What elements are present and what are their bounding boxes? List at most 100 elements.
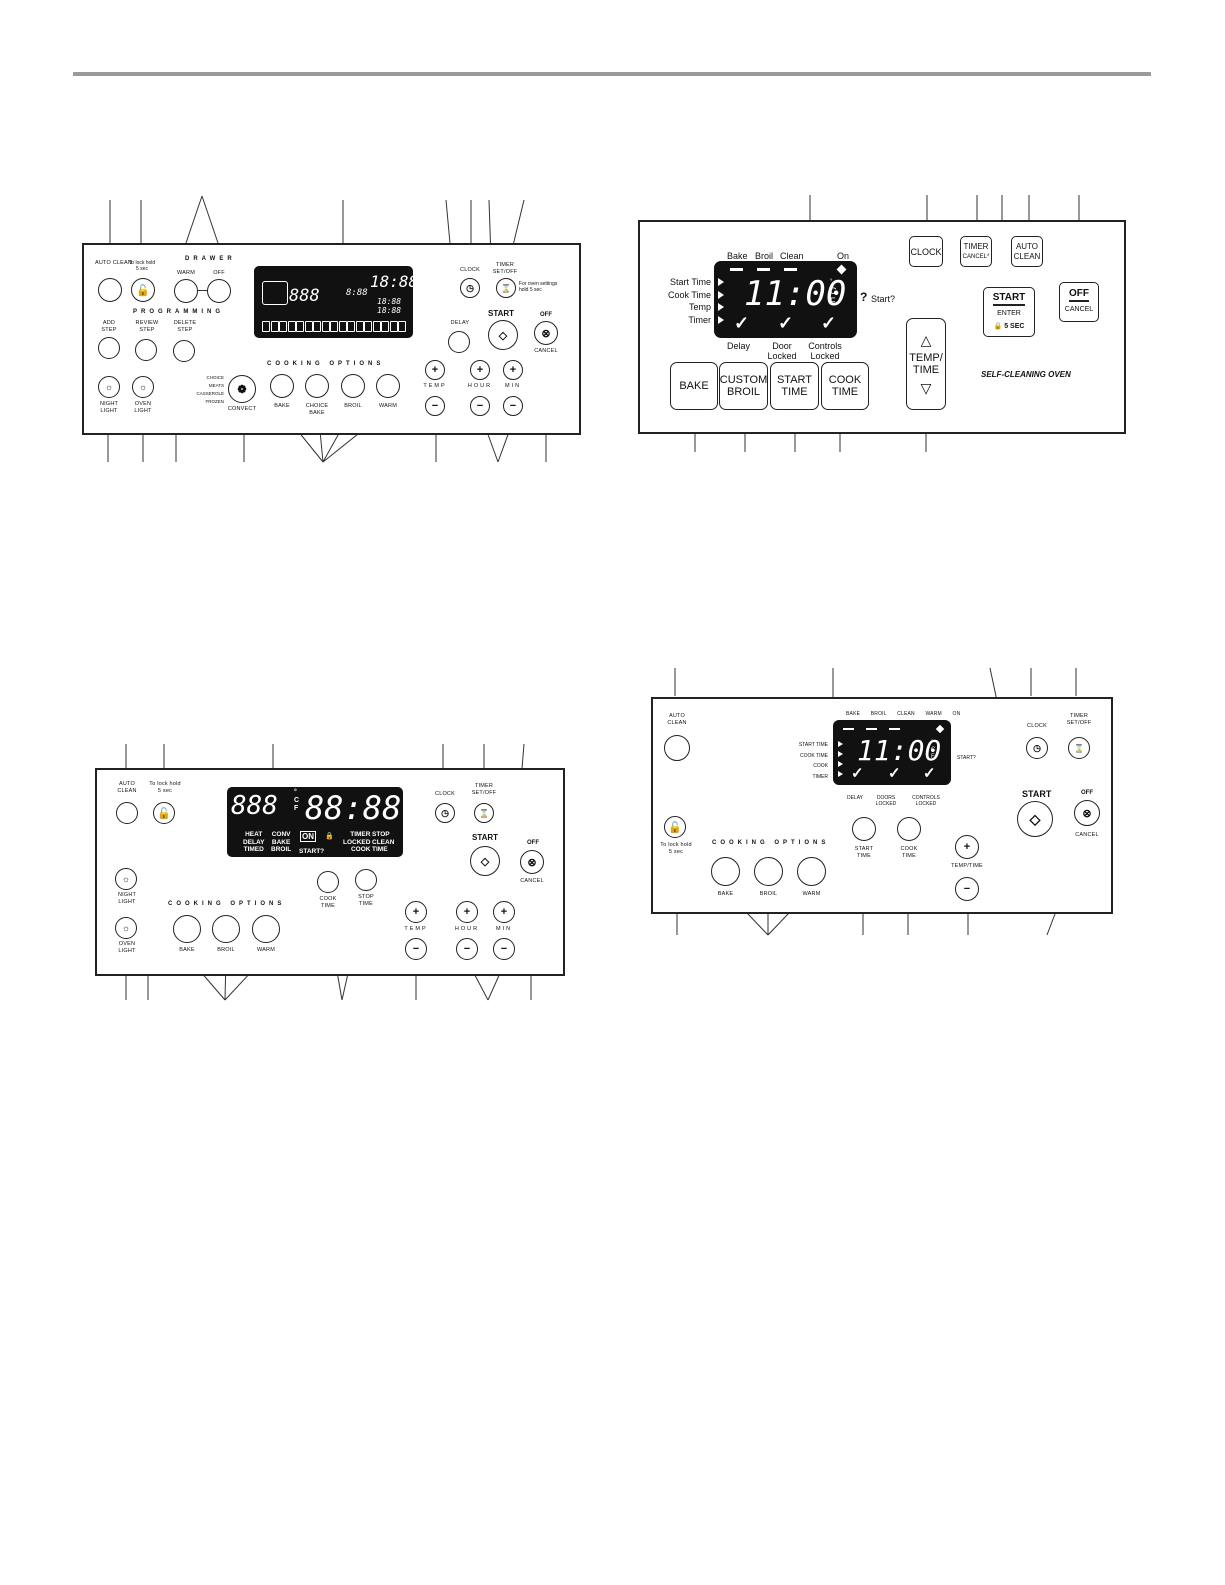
delete-step-button[interactable] — [173, 340, 195, 362]
hour-down-button[interactable]: − — [456, 938, 478, 960]
start-button[interactable]: ◇ — [1017, 801, 1053, 837]
drawer-warm-button[interactable] — [174, 279, 198, 303]
temp-time-label: TEMP/ TIME — [909, 352, 943, 376]
off-cancel-button[interactable]: ⊗ — [1074, 800, 1100, 826]
lcd-progress-segment — [279, 321, 287, 332]
night-light-button[interactable]: ☼ — [115, 868, 137, 890]
oven-light-button[interactable]: ☼ — [132, 376, 154, 398]
hour-up-button[interactable]: + — [456, 901, 478, 923]
clock-button[interactable]: ◷ — [1026, 737, 1048, 759]
timer-label: TIMER — [812, 773, 828, 780]
add-step-button[interactable] — [98, 337, 120, 359]
broil-label: BROIL — [217, 947, 235, 953]
clock-label: CLOCK — [435, 791, 455, 797]
temp-up-button[interactable]: + — [425, 360, 445, 380]
door-locked-label: Door Locked — [767, 341, 797, 361]
delay-button[interactable] — [448, 331, 470, 353]
start-button[interactable]: ◇ — [470, 846, 500, 876]
custom-broil-button[interactable]: CUSTOM BROIL — [719, 362, 768, 410]
hour-up-button[interactable]: + — [470, 360, 490, 380]
temp-down-button[interactable]: − — [405, 938, 427, 960]
lcd-r1-digits: 18:88 — [377, 297, 402, 306]
warm-button[interactable] — [797, 857, 826, 886]
auto-clean-label: AUTO CLEAN — [95, 260, 133, 266]
broil-button[interactable] — [341, 374, 365, 398]
mode-labels: START TIME COOK TIME COOK TIMER — [790, 740, 828, 782]
bake-label: BAKE — [717, 891, 734, 897]
temp-time-down-button[interactable]: − — [955, 877, 979, 901]
cancel-label: CANCEL — [1064, 306, 1094, 313]
timer-button[interactable]: ⌛ — [1068, 737, 1090, 759]
temp-time-button[interactable]: △ TEMP/ TIME ▽ — [906, 318, 946, 410]
lock-button[interactable]: 🔓 — [664, 816, 686, 838]
cook-time-button[interactable] — [317, 871, 339, 893]
broil-indicator: BROIL — [271, 846, 292, 853]
on-indicator-label: On — [837, 251, 850, 261]
display-time: 11:00 — [857, 734, 942, 767]
clock-button[interactable]: ◷ — [435, 803, 455, 823]
temp-down-button[interactable]: − — [425, 396, 445, 416]
timer-cancel-button[interactable]: TIMER CANCEL* — [960, 236, 992, 267]
on-diamond-icon — [836, 264, 847, 275]
warm-button[interactable] — [376, 374, 400, 398]
cook-time-button[interactable] — [897, 817, 921, 841]
lock-button[interactable]: 🔓 — [131, 278, 155, 302]
auto-clean-button[interactable] — [98, 278, 122, 302]
auto-clean-button[interactable] — [664, 735, 690, 761]
oven-light-button[interactable]: ☼ — [115, 917, 137, 939]
fan-icon: ❁ — [237, 383, 247, 396]
on-indicator-label: ON — [952, 711, 961, 717]
clock-button[interactable]: CLOCK — [909, 236, 943, 267]
start-button[interactable]: ◇ — [488, 320, 518, 350]
start-time-button[interactable]: START TIME — [770, 362, 819, 410]
min-down-button[interactable]: − — [503, 396, 523, 416]
stop-time-button[interactable] — [355, 869, 377, 891]
broil-button[interactable] — [754, 857, 783, 886]
lcd-progress-segment — [347, 321, 355, 332]
min-down-button[interactable]: − — [493, 938, 515, 960]
off-cancel-button[interactable]: ⊗ — [520, 850, 544, 874]
timer-button[interactable]: ⌛ — [496, 278, 516, 298]
timer-label: Timer — [688, 314, 711, 325]
lcd-progress-segment — [296, 321, 304, 332]
off-button-label: OFF — [1069, 289, 1089, 302]
bake-button[interactable]: BAKE — [670, 362, 718, 410]
lock-button[interactable]: 🔓 — [153, 802, 175, 824]
lcd-progress-segment — [355, 321, 364, 332]
min-up-button[interactable]: + — [503, 360, 523, 380]
minus-icon: − — [463, 943, 471, 955]
timer-button[interactable]: ⌛ — [474, 803, 494, 823]
lcd-progress-segment — [389, 321, 398, 332]
auto-clean-button[interactable] — [116, 802, 138, 824]
hour-down-button[interactable]: − — [470, 396, 490, 416]
hour-label: HOUR — [467, 383, 493, 389]
lcd-progress-segment — [338, 321, 347, 332]
bake-button[interactable] — [711, 857, 740, 886]
temp-time-up-button[interactable]: + — [955, 835, 979, 859]
clock-button[interactable]: ◷ — [460, 278, 480, 298]
off-cancel-button[interactable]: ⊗ — [534, 321, 558, 345]
night-light-button[interactable]: ☼ — [98, 376, 120, 398]
review-step-button[interactable] — [135, 339, 157, 361]
min-up-button[interactable]: + — [493, 901, 515, 923]
convect-button[interactable]: ❁ — [228, 375, 256, 403]
drawer-off-button[interactable] — [207, 279, 231, 303]
choice-bake-button[interactable] — [305, 374, 329, 398]
bake-button[interactable] — [173, 915, 201, 943]
start-diamond-icon: ◇ — [498, 329, 508, 342]
off-cancel-button[interactable]: OFF CANCEL — [1059, 282, 1099, 322]
display-time: 11:00 — [744, 274, 847, 314]
warm-button[interactable] — [252, 915, 280, 943]
bake-dash — [730, 268, 743, 271]
controls-locked-label: Controls Locked — [808, 341, 842, 361]
temp-up-button[interactable]: + — [405, 901, 427, 923]
auto-clean-button[interactable]: AUTO CLEAN — [1011, 236, 1043, 267]
clean-dash — [889, 728, 900, 730]
cook-time-button[interactable]: COOK TIME — [821, 362, 869, 410]
bake-button[interactable] — [270, 374, 294, 398]
broil-button[interactable] — [212, 915, 240, 943]
start-enter-button[interactable]: START ENTER 🔒 5 SEC — [983, 287, 1035, 337]
bake-label: BAKE — [274, 403, 290, 409]
start-time-button[interactable] — [852, 817, 876, 841]
